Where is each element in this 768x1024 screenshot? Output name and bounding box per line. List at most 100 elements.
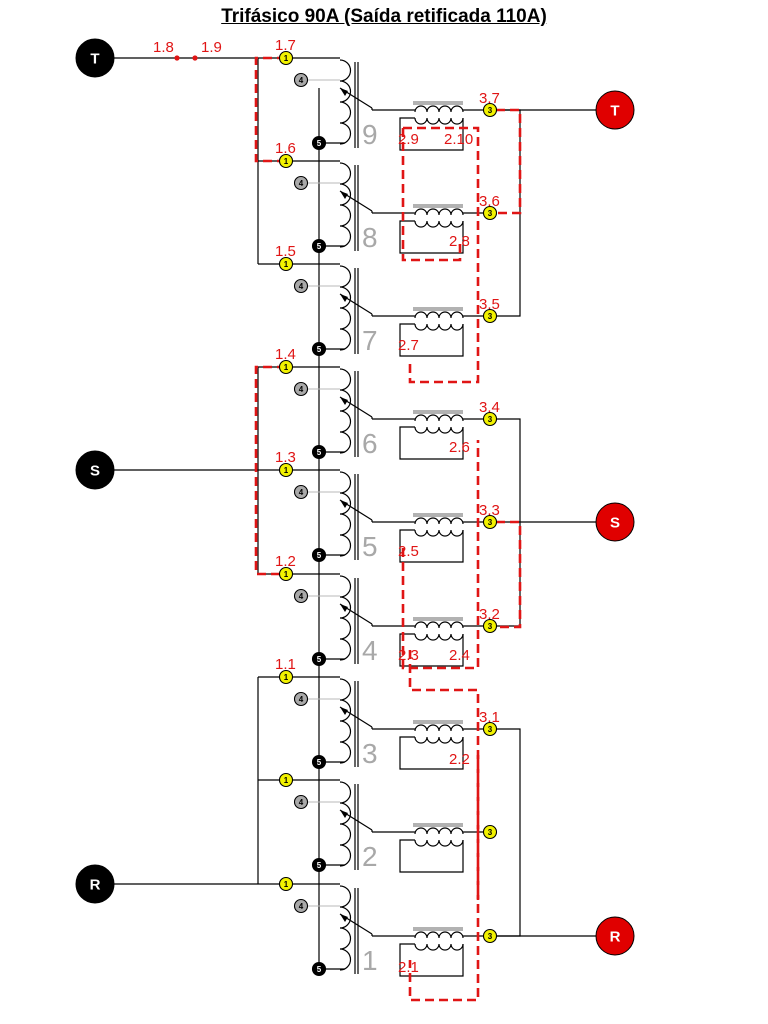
terminal-1-t1-body (278, 876, 294, 892)
transformer-7 (339, 265, 464, 354)
terminal-5-t2-body (311, 857, 327, 873)
terminal-5-t6: 5 (311, 444, 327, 460)
label-2-1: 2.1 (398, 959, 419, 976)
secondary-coil-6 (414, 414, 464, 422)
terminal-3-t7-body (482, 308, 498, 324)
transformer-number-2: 2 (362, 841, 378, 872)
terminal-5-t2: 5 (311, 857, 327, 873)
label-3-2: 3.2 (479, 606, 500, 623)
wiper-head-1 (340, 914, 348, 922)
terminal-1-t2-num: 1 (284, 776, 289, 785)
terminal-4-t7: 4 (293, 278, 309, 294)
output-terminal-R: R (595, 916, 635, 956)
input-T-node-1 (174, 55, 180, 61)
input-terminal-S: S (75, 450, 115, 490)
lower-winding-1 (414, 943, 464, 951)
transformer-5 (339, 471, 464, 560)
terminal-4-t9-body (293, 72, 309, 88)
terminal-3-t2: 3 (482, 824, 498, 840)
terminal-5-t9: 5 (311, 135, 327, 151)
terminal-4-t9: 4 (293, 72, 309, 88)
label-1-1: 1.1 (275, 656, 296, 673)
terminal-5-t1-num: 5 (317, 965, 322, 974)
output-bus-3 (496, 728, 521, 937)
terminal-1-t9-num: 1 (284, 54, 289, 63)
terminal-5-t8-body (311, 238, 327, 254)
input-terminal-T: T (75, 38, 115, 78)
transformer-number-9: 9 (362, 119, 378, 150)
label-1-8: 1.8 (153, 39, 174, 56)
terminal-1-t8: 1 (278, 153, 294, 169)
terminal-3-t6-body (482, 411, 498, 427)
primary-coil-6 (339, 368, 352, 454)
terminal-5-t1-body (311, 961, 327, 977)
wiper-head-5 (340, 500, 348, 508)
terminal-4-t2: 4 (293, 794, 309, 810)
primary-coil-3 (339, 678, 352, 764)
transformer-number-6: 6 (362, 428, 378, 459)
terminal-4-t8-num: 4 (299, 179, 304, 188)
winding-loop-4 (399, 633, 464, 667)
terminal-1-t3-body (278, 669, 294, 685)
terminal-1-t3: 1 (278, 669, 294, 685)
terminal-3-t3-num: 3 (488, 725, 493, 734)
terminal-5-t3-num: 5 (317, 758, 322, 767)
terminal-4-t2-num: 4 (299, 798, 304, 807)
winding-loop-8 (399, 220, 464, 254)
terminal-1-t8-num: 1 (284, 157, 289, 166)
label-2-8: 2.8 (449, 233, 470, 250)
transformer-2 (339, 781, 464, 870)
input-T-node-2 (192, 55, 198, 61)
terminal-5-t5-body (311, 547, 327, 563)
terminal-3-t1-num: 3 (488, 932, 493, 941)
terminal-3-t8-body (482, 205, 498, 221)
jumper-1-4-to-1-2 (254, 365, 286, 576)
terminal-5-t6-num: 5 (317, 448, 322, 457)
input-terminal-T-label: T (90, 51, 99, 68)
transformer-3 (339, 678, 464, 767)
transformer-coils (339, 59, 464, 974)
diagram-title: Trifásico 90A (Saída retificada 110A) (221, 6, 547, 27)
terminal-4-t7-num: 4 (299, 282, 304, 291)
transformer-number-7: 7 (362, 325, 378, 356)
terminal-4-t2-body (293, 794, 309, 810)
output-terminal-T-body (595, 90, 635, 130)
terminal-4-t5-body (293, 484, 309, 500)
primary-coil-1 (339, 885, 352, 971)
terminal-3-t9-body (482, 102, 498, 118)
terminal-3-t4-num: 3 (488, 622, 493, 631)
secondary-coil-7 (414, 311, 464, 319)
label-3-6: 3.6 (479, 193, 500, 210)
jumper-2-9-2-10-2-7 (403, 126, 480, 384)
transformer-number-5: 5 (362, 531, 378, 562)
terminal-5-t7: 5 (311, 341, 327, 357)
transformer-6 (339, 368, 464, 457)
terminal-5-t6-body (311, 444, 327, 460)
transformer-number-3: 3 (362, 738, 378, 769)
terminal-3-t8: 3 (482, 205, 498, 221)
wiper-head-4 (340, 604, 348, 612)
label-1-9: 1.9 (201, 39, 222, 56)
terminal-3-t3: 3 (482, 721, 498, 737)
terminal-1-t1: 1 (278, 876, 294, 892)
input-terminal-R-label: R (90, 877, 101, 894)
input-terminal-S-body (75, 450, 115, 490)
label-2-9: 2.9 (398, 131, 419, 148)
terminal-3-t5: 3 (482, 514, 498, 530)
terminal-4-t4-body (293, 588, 309, 604)
terminal-3-t6-num: 3 (488, 415, 493, 424)
terminal-1-t1-num: 1 (284, 880, 289, 889)
label-2-4: 2.4 (449, 647, 470, 664)
output-terminal-S: S (595, 502, 635, 542)
winding-loop-9 (399, 117, 464, 151)
terminal-3-t9-num: 3 (488, 106, 493, 115)
output-terminal-S-label: S (610, 515, 620, 532)
terminal-4-t4-num: 4 (299, 592, 304, 601)
terminal-1-t2: 1 (278, 772, 294, 788)
winding-loop-2 (399, 839, 464, 873)
terminal-3-t7-num: 3 (488, 312, 493, 321)
terminal-3-t1-body (482, 928, 498, 944)
winding-loop-5 (399, 529, 464, 563)
label-1-4: 1.4 (275, 346, 296, 363)
terminal-1-t8-body (278, 153, 294, 169)
